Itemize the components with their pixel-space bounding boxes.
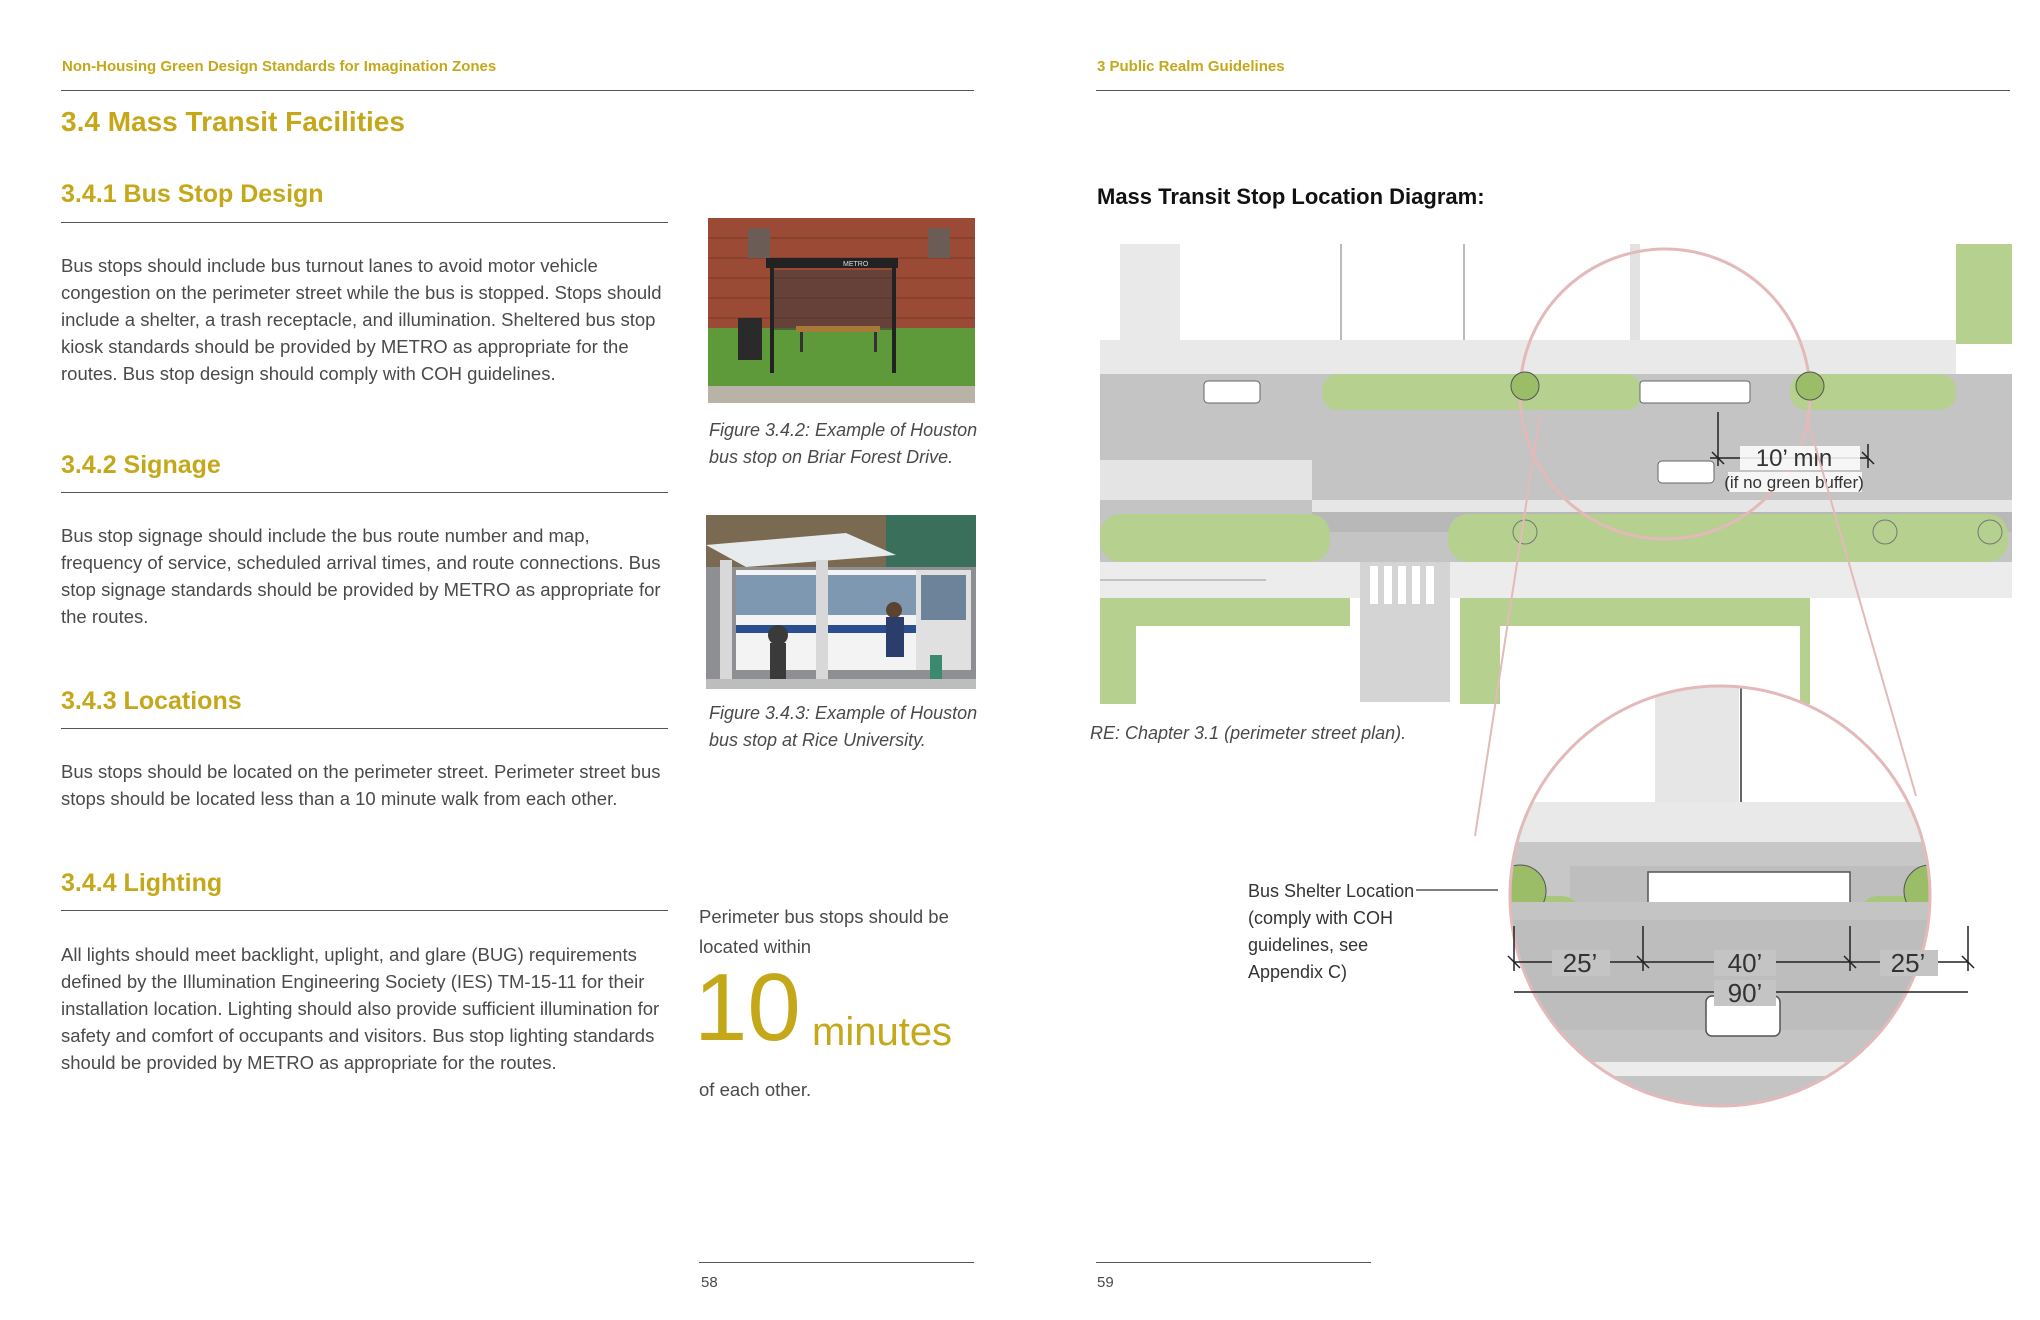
shelter-label-line: Bus Shelter Location xyxy=(1248,881,1415,901)
zoom-connector xyxy=(1805,413,1917,797)
dimension-center: 40’ xyxy=(1728,948,1763,978)
heading-rule xyxy=(61,910,668,911)
transit-stop-diagram: 10’ min (if no green buffer) xyxy=(1100,236,2020,1176)
heading-lighting: 3.4.4 Lighting xyxy=(61,869,223,897)
diagram-note: RE: Chapter 3.1 (perimeter street plan). xyxy=(1090,723,1407,743)
min-distance-note: (if no green buffer) xyxy=(1724,473,1864,492)
body-signage: Bus stop signage should include the bus … xyxy=(61,525,661,627)
zoom-circle-top: 10’ min (if no green buffer) xyxy=(1510,247,1875,541)
shelter-label-line: Appendix C) xyxy=(1248,962,1348,982)
page-number-left: 58 xyxy=(701,1274,718,1291)
bus-stop-photo-rice-university xyxy=(706,515,976,689)
heading-rule xyxy=(61,728,668,729)
callout-pre-text: Perimeter bus stops should be located wi… xyxy=(699,906,949,957)
bus-stop-photo-briar-forest: METRO xyxy=(708,218,975,403)
page-number-right: 59 xyxy=(1097,1274,1114,1291)
body-locations: Bus stops should be located on the perim… xyxy=(61,761,661,809)
footer-rule-left xyxy=(699,1262,974,1263)
body-lighting: All lights should meet backlight, upligh… xyxy=(61,944,660,1073)
heading-rule xyxy=(61,492,668,493)
shelter-location-label: Bus Shelter Location (comply with COH gu… xyxy=(1248,878,1414,986)
diagram-title: Mass Transit Stop Location Diagram: xyxy=(1097,184,1485,209)
zoom-connector xyxy=(1474,413,1541,837)
heading-rule xyxy=(61,222,668,223)
dimension-left: 25’ xyxy=(1563,948,1598,978)
body-bus-stop-design: Bus stops should include bus turnout lan… xyxy=(61,255,662,384)
running-header-right: 3 Public Realm Guidelines xyxy=(1097,58,1285,75)
figure-caption-rice: Figure 3.4.3: Example of Houston bus sto… xyxy=(709,703,978,750)
footer-rule-right xyxy=(1096,1262,1371,1263)
dimension-right: 25’ xyxy=(1891,948,1926,978)
header-rule-right xyxy=(1096,90,2010,91)
metro-sign-text: METRO xyxy=(843,261,869,268)
zoom-circle-bottom: 25’ 40’ 25’ 90’ xyxy=(1507,684,1975,1108)
running-header-left: Non-Housing Green Design Standards for I… xyxy=(62,58,497,75)
heading-locations: 3.4.3 Locations xyxy=(61,687,242,715)
header-rule-left xyxy=(61,90,974,91)
figure-caption-briar-forest: Figure 3.4.2: Example of Houston bus sto… xyxy=(709,420,978,467)
heading-signage: 3.4.2 Signage xyxy=(61,451,221,479)
shelter-label-line: guidelines, see xyxy=(1248,935,1369,955)
shelter-label-line: (comply with COH xyxy=(1248,908,1394,928)
callout-number: 10 xyxy=(694,954,801,1061)
heading-bus-stop-design: 3.4.1 Bus Stop Design xyxy=(61,180,324,208)
street-plan xyxy=(1100,244,2012,704)
section-title: 3.4 Mass Transit Facilities xyxy=(61,106,405,137)
callout-unit: minutes xyxy=(812,1010,953,1054)
dimension-total: 90’ xyxy=(1728,978,1763,1008)
callout-post-text: of each other. xyxy=(699,1079,812,1100)
